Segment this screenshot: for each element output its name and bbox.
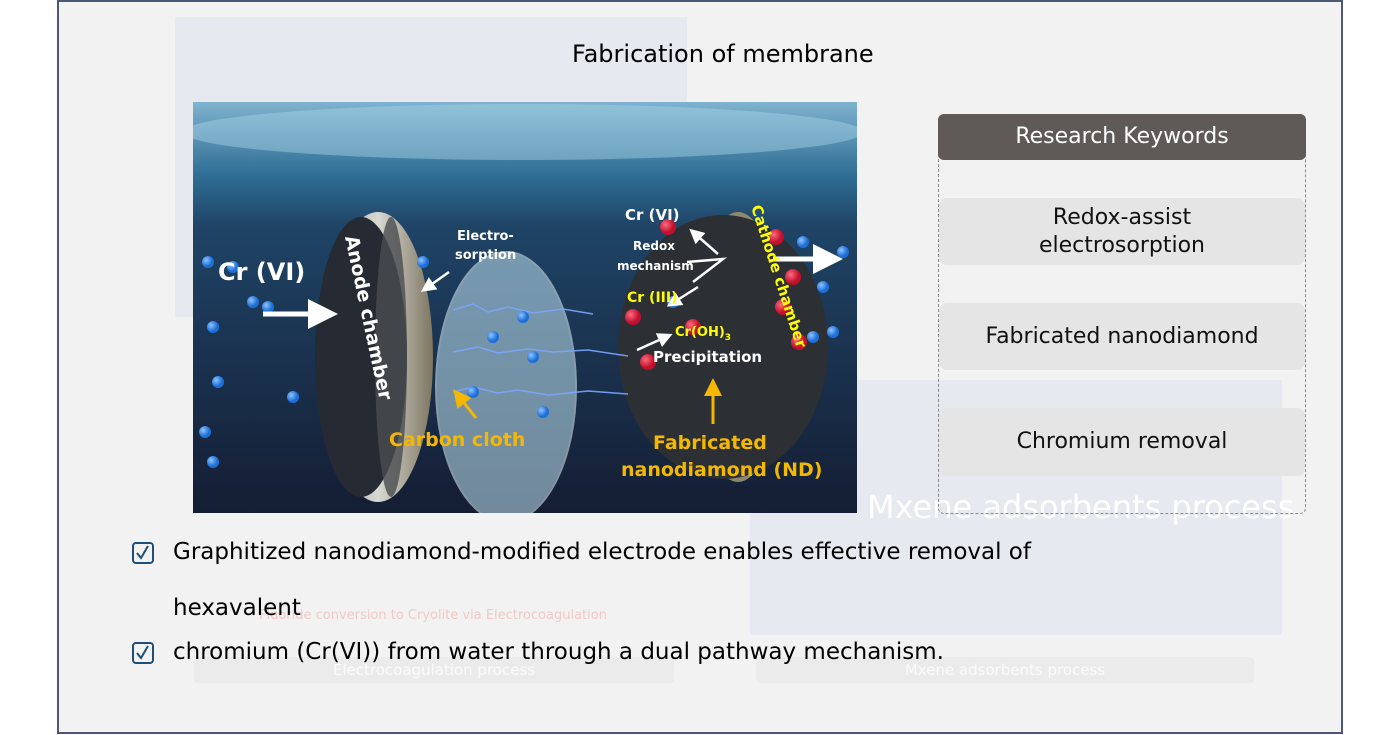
label-carbon-cloth: Carbon cloth (389, 429, 525, 451)
keyword-text: Fabricated nanodiamond (985, 323, 1259, 349)
blue-ion (837, 246, 849, 258)
ghost-mxene-caption: Mxene adsorbents process (756, 657, 1254, 683)
label-redox-1: Redox (633, 239, 675, 253)
red-ion (660, 219, 676, 235)
blue-ion (417, 256, 429, 268)
slide: Mxene adsorbents process Electrocoagulat… (57, 0, 1343, 734)
checkbox-icon (132, 642, 154, 664)
label-electrosorption-2: sorption (455, 248, 516, 263)
blue-ion (207, 321, 219, 333)
bullet-text: chromium (Cr(VI)) from water through a d… (173, 639, 944, 665)
keyword-fabricated-nanodiamond: Fabricated nanodiamond (939, 303, 1305, 370)
red-ion (785, 269, 801, 285)
keywords-header: Research Keywords (938, 114, 1306, 160)
blue-ion (467, 386, 479, 398)
bullet-item: Graphitized nanodiamond-modified electro… (132, 538, 1031, 622)
blue-ion (287, 391, 299, 403)
ion-particles (199, 219, 849, 468)
keyword-text: Chromium removal (1016, 429, 1228, 454)
blue-ion (797, 236, 809, 248)
blue-ion (817, 281, 829, 293)
bullet-text: Graphitized nanodiamond-modified electro… (173, 539, 1031, 565)
label-electrosorption-1: Electro- (457, 229, 514, 244)
label-nd-2: nanodiamond (ND) (621, 459, 823, 481)
ghost-electrocoagulation-caption: Electrocoagulation process (194, 657, 674, 683)
ghost-fluoride-caption: Fluoride conversion to Cryolite via Elec… (259, 608, 607, 623)
label-redox-2: mechanism (617, 259, 694, 273)
blue-ion (227, 261, 239, 273)
red-ion (625, 309, 641, 325)
blue-ion (202, 256, 214, 268)
keyword-text: Redox-assist (1052, 204, 1192, 230)
blue-ion (537, 406, 549, 418)
blue-ion (517, 311, 529, 323)
label-cr-oh3: Cr(OH)3 (675, 325, 731, 343)
blue-ion (527, 351, 539, 363)
blue-ion (199, 426, 211, 438)
membrane-disk (435, 251, 577, 513)
blue-ion (262, 301, 274, 313)
blue-ion (487, 331, 499, 343)
keyword-text: electrosorption (1039, 232, 1205, 258)
label-cr-vi-inflow: Cr (VI) (218, 258, 305, 286)
red-ion (775, 299, 791, 315)
bullet-item: chromium (Cr(VI)) from water through a d… (132, 638, 944, 666)
keyword-chromium-removal: Chromium removal (939, 408, 1305, 476)
blue-ion (807, 331, 819, 343)
label-precipitation: Precipitation (653, 348, 762, 366)
red-ion (640, 354, 656, 370)
red-ion (768, 229, 784, 245)
checkbox-icon (132, 542, 154, 564)
bullet-text-continued: hexavalent (173, 595, 301, 621)
label-nd-1: Fabricated (653, 432, 767, 454)
blue-ion (247, 296, 259, 308)
red-ion (685, 319, 701, 335)
label-cr-vi: Cr (VI) (625, 206, 680, 224)
blue-ion (212, 376, 224, 388)
page-title: Fabrication of membrane (572, 40, 874, 68)
blue-ion (207, 456, 219, 468)
blue-ion (827, 326, 839, 338)
membrane-illustration: Cr (VI) Anode chamber Electro- sorption … (193, 102, 857, 513)
red-ion (791, 334, 807, 350)
label-cr-iii: Cr (III) (627, 290, 677, 306)
